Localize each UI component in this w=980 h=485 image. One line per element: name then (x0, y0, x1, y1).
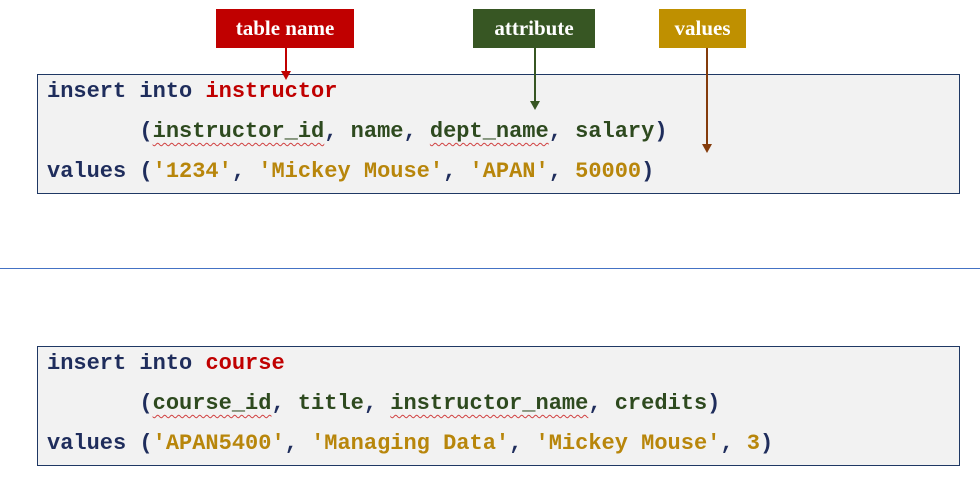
insert-keyword: insert into (47, 79, 206, 104)
attr-credits: credits (614, 391, 708, 416)
attr-title: title (297, 391, 364, 416)
attribute-arrow (530, 48, 540, 110)
value-title: 'Managing Data' (311, 431, 510, 456)
close-paren: ) (641, 159, 655, 184)
attr-instructor-name: instructor_name (390, 391, 589, 416)
sql-line-insert: insert into instructor (47, 77, 337, 107)
sql-line-attributes: (instructor_id, name, dept_name, salary) (47, 117, 668, 147)
comma: , (509, 431, 536, 456)
values-keyword: values ( (47, 159, 153, 184)
value-course-id: 'APAN5400' (152, 431, 285, 456)
value-instructor-id: '1234' (152, 159, 232, 184)
comma: , (363, 391, 391, 416)
open-paren: ( (139, 391, 153, 416)
table-name-label: table name (216, 9, 354, 48)
comma: , (284, 431, 312, 456)
comma: , (231, 159, 259, 184)
comma: , (324, 119, 351, 144)
table-name-arrow (281, 48, 291, 80)
value-credits: 3 (746, 431, 760, 456)
attribute-label: attribute (473, 9, 595, 48)
open-paren: ( (139, 119, 153, 144)
value-dept-name: 'APAN' (469, 159, 549, 184)
value-salary: 50000 (575, 159, 642, 184)
values-keyword: values ( (47, 431, 153, 456)
table-name: course (205, 351, 285, 376)
values-arrow (702, 48, 712, 153)
attr-name: name (350, 119, 404, 144)
attr-course-id: course_id (152, 391, 272, 416)
comma: , (548, 159, 576, 184)
section-divider (0, 268, 980, 269)
attr-dept-name: dept_name (429, 119, 549, 144)
sql-line-attributes: (course_id, title, instructor_name, cred… (47, 389, 720, 419)
comma: , (443, 159, 470, 184)
close-paren: ) (759, 431, 774, 456)
comma: , (720, 431, 747, 456)
value-instructor-name: 'Mickey Mouse' (535, 431, 721, 456)
close-paren: ) (654, 119, 668, 144)
sql-line-values: values ('APAN5400', 'Managing Data', 'Mi… (47, 429, 773, 459)
sql-insert-course-box: insert into course (course_id, title, in… (37, 346, 960, 466)
attr-instructor-id: instructor_id (152, 119, 325, 144)
comma: , (588, 391, 615, 416)
value-name: 'Mickey Mouse' (258, 159, 444, 184)
comma: , (403, 119, 430, 144)
comma: , (548, 119, 576, 144)
sql-insert-instructor-box: insert into instructor (instructor_id, n… (37, 74, 960, 194)
table-name: instructor (205, 79, 338, 104)
attr-salary: salary (575, 119, 655, 144)
values-label: values (659, 9, 746, 48)
insert-keyword: insert into (47, 351, 206, 376)
close-paren: ) (707, 391, 721, 416)
comma: , (271, 391, 298, 416)
sql-line-values: values ('1234', 'Mickey Mouse', 'APAN', … (47, 157, 654, 187)
sql-line-insert: insert into course (47, 349, 285, 379)
